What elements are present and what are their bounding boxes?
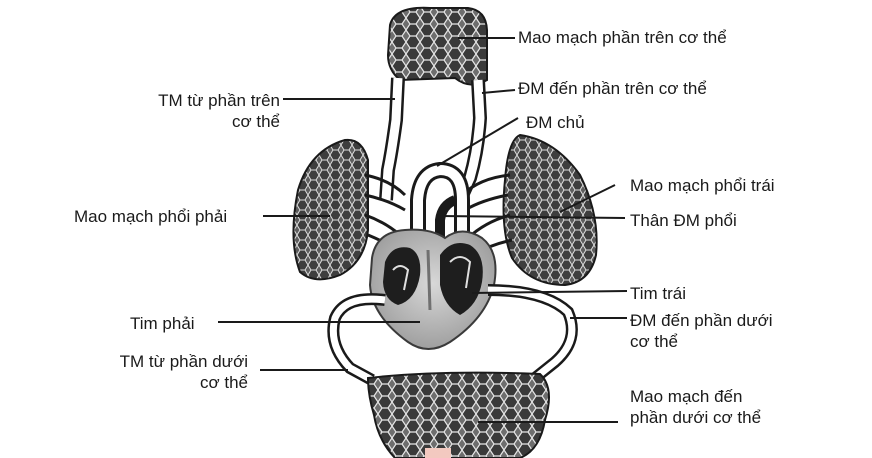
lower-vessels [327, 284, 578, 386]
label-lower-body-capillaries: Mao mạch đến phần dưới cơ thể [630, 386, 761, 428]
leader-aorta [436, 117, 519, 167]
label-vein-lower-line1: TM từ phần dưới [119, 352, 248, 371]
label-vein-from-lower-body: TM từ phần dưới cơ thể [80, 351, 248, 393]
label-artery-lower-line1: ĐM đến phần dưới [630, 311, 773, 330]
right-heart-chambers [383, 247, 421, 305]
heart [368, 228, 497, 350]
label-left-lung-capillaries: Mao mạch phổi trái [630, 176, 775, 195]
left-lung-capillaries [502, 133, 598, 287]
label-vein-upper-line2: cơ thể [231, 112, 280, 131]
label-artery-lower-line2: cơ thể [630, 332, 679, 351]
label-artery-to-lower-body: ĐM đến phần dưới cơ thể [630, 310, 773, 352]
label-upper-body-capillaries: Mao mạch phần trên cơ thể [518, 28, 727, 47]
upper-vessels [379, 77, 488, 203]
label-left-heart: Tim trái [630, 284, 687, 303]
bottom-watermark-mark [425, 448, 451, 458]
pulmonary-trunk-vessel [435, 195, 458, 258]
leader-pulmonary-trunk [439, 215, 626, 219]
upper-body-capillary-bed [386, 6, 488, 86]
right-lung-capillaries [292, 138, 369, 281]
label-right-lung-capillaries: Mao mạch phổi phải [74, 207, 228, 226]
lower-body-capillary-bed [366, 371, 550, 458]
leader-artery-upper [481, 89, 516, 94]
label-aorta: ĐM chủ [526, 113, 585, 132]
label-lower-capillaries-line2: phần dưới cơ thể [630, 408, 762, 427]
label-vein-lower-line2: cơ thể [199, 373, 248, 392]
leader-left-lung [559, 184, 616, 213]
label-artery-to-upper-body: ĐM đến phần trên cơ thể [518, 79, 707, 98]
label-vein-upper-line1: TM từ phần trên [158, 91, 280, 110]
leader-left-heart [471, 290, 628, 294]
leader-lines [218, 37, 628, 423]
label-lower-capillaries-line1: Mao mạch đến [630, 387, 743, 406]
label-vein-from-upper-body: TM từ phần trên cơ thể [100, 90, 280, 132]
label-pulmonary-trunk: Thân ĐM phổi [630, 211, 737, 230]
label-right-heart: Tim phải [130, 314, 195, 333]
